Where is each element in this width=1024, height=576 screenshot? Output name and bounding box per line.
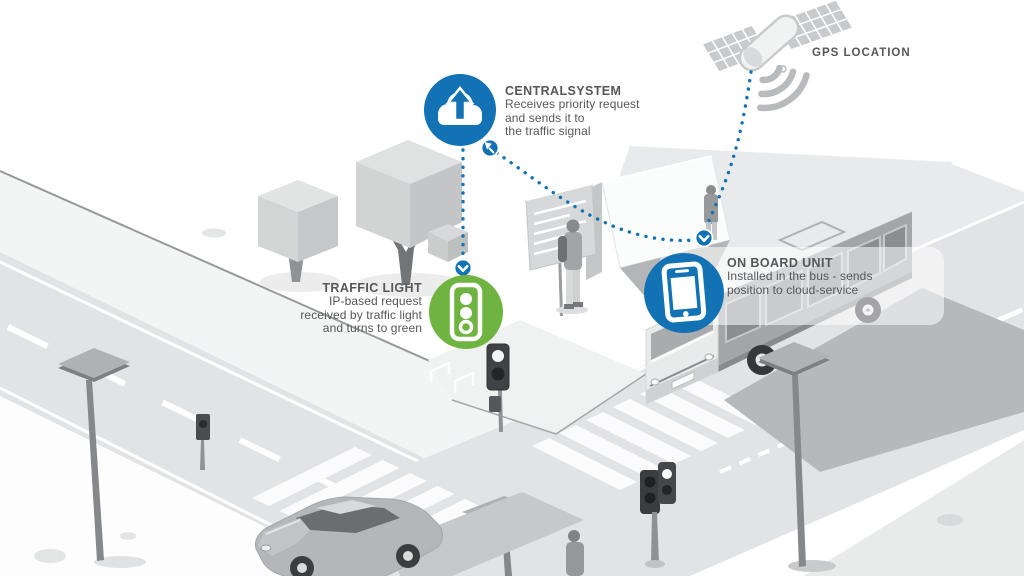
pedestrian-crossing bbox=[566, 530, 584, 576]
centralsystem-line: Receives priority request bbox=[505, 97, 640, 111]
chevron-down-icon bbox=[457, 264, 469, 273]
dotted-link-central-to-obu bbox=[495, 151, 698, 243]
centralsystem-label: CENTRALSYSTEM Receives priority request … bbox=[505, 84, 640, 139]
roof-hatch bbox=[777, 220, 847, 252]
head bbox=[566, 219, 580, 233]
street-lamp-right bbox=[758, 342, 836, 572]
car bbox=[255, 492, 584, 576]
license-plate bbox=[671, 371, 695, 390]
centralsystem-node bbox=[424, 74, 496, 146]
chevron-badge-trafficlight bbox=[453, 258, 473, 278]
railing bbox=[453, 371, 475, 393]
tablet-icon bbox=[661, 261, 707, 323]
street-lamp-left bbox=[58, 348, 146, 568]
cloud-upload-icon bbox=[438, 85, 482, 125]
traffic-light-line: received by traffic light bbox=[300, 307, 422, 322]
traffic-light-icon bbox=[449, 282, 483, 342]
on-board-unit-line: position to cloud-service bbox=[727, 282, 859, 297]
traffic-light-node bbox=[429, 275, 503, 349]
traffic-signal-intersection bbox=[640, 462, 676, 568]
headlight bbox=[650, 378, 660, 386]
chevron-badge-obu bbox=[694, 228, 714, 248]
on-board-unit-title: ON BOARD UNIT bbox=[727, 256, 833, 270]
car-windows bbox=[296, 504, 400, 533]
car-roof bbox=[316, 500, 376, 514]
traffic-light-label: TRAFFIC LIGHT IP-based request received … bbox=[240, 281, 422, 336]
railing bbox=[429, 361, 451, 383]
on-board-unit-node bbox=[644, 253, 724, 333]
traffic-light-line: IP-based request bbox=[329, 294, 422, 308]
chevron-down-icon bbox=[698, 234, 710, 243]
backpack bbox=[558, 236, 567, 262]
centralsystem-line: the traffic signal bbox=[505, 124, 591, 138]
traffic-signal-far bbox=[196, 414, 210, 470]
tree-large bbox=[355, 140, 468, 297]
traffic-signal-under-callout bbox=[486, 343, 510, 432]
centralsystem-line: and sends it to bbox=[505, 110, 585, 125]
turn-arrow-badge bbox=[480, 138, 500, 158]
gps-location-label: GPS LOCATION bbox=[812, 47, 911, 59]
on-board-unit-label: ON BOARD UNIT Installed in the bus - sen… bbox=[727, 256, 873, 297]
centralsystem-title: CENTRALSYSTEM bbox=[505, 84, 622, 98]
dotted-links bbox=[461, 70, 753, 258]
satellite-icon bbox=[700, 0, 855, 73]
turn-arrow-icon bbox=[488, 147, 495, 154]
headlight bbox=[704, 353, 714, 361]
pedestrian-at-sign bbox=[556, 219, 588, 314]
car-shadow bbox=[388, 492, 584, 576]
tree-small bbox=[258, 180, 340, 292]
car-headlight bbox=[260, 544, 272, 552]
traffic-light-line: and turns to green bbox=[322, 321, 422, 335]
gps-signal-arcs bbox=[756, 64, 810, 112]
dotted-link-satellite-to-obu bbox=[704, 70, 753, 230]
on-board-unit-line: Installed in the bus - sends bbox=[727, 269, 873, 283]
plaza-corner bbox=[428, 320, 647, 435]
traffic-light-title: TRAFFIC LIGHT bbox=[322, 281, 422, 295]
